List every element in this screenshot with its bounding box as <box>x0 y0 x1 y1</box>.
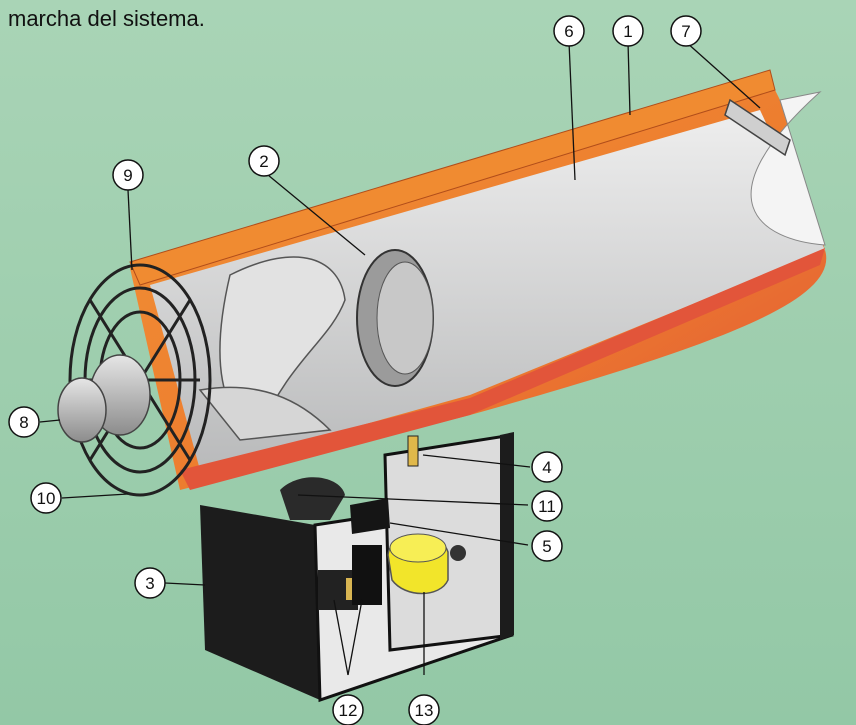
callout-circle <box>553 15 585 47</box>
bracket <box>724 98 791 157</box>
control-board <box>350 498 390 534</box>
motor <box>57 354 151 443</box>
fan-blades <box>198 256 346 441</box>
callout-number: 12 <box>339 701 358 720</box>
callout-circle <box>332 694 364 725</box>
callout-circle <box>248 145 280 177</box>
callout-circle <box>531 451 563 483</box>
callout-number: 4 <box>542 458 551 477</box>
callout-number: 9 <box>123 166 132 185</box>
fuel-valves <box>318 545 382 610</box>
callout-8: 8 <box>8 406 40 438</box>
callout-circle <box>112 159 144 191</box>
callout-5: 5 <box>531 530 563 562</box>
combustion-ring <box>356 249 434 387</box>
callout-circle <box>8 406 40 438</box>
leader-lines <box>39 41 761 676</box>
callout-circle <box>531 530 563 562</box>
callout-11: 11 <box>531 490 563 522</box>
callout-9: 9 <box>112 159 144 191</box>
callout-circle <box>531 490 563 522</box>
callout-circle <box>30 482 62 514</box>
callout-number: 6 <box>564 22 573 41</box>
callout-circle <box>134 567 166 599</box>
caption-text: marcha del sistema. <box>8 6 205 31</box>
callout-number: 8 <box>19 413 28 432</box>
callout-10: 10 <box>30 482 62 514</box>
callout-circle <box>408 694 440 725</box>
callout-number: 1 <box>623 22 632 41</box>
housing-shell <box>129 69 827 490</box>
callout-12: 12 <box>332 694 364 725</box>
callout-number: 3 <box>145 574 154 593</box>
pump <box>280 477 345 520</box>
callout-circle <box>612 15 644 47</box>
callout-number: 7 <box>681 22 690 41</box>
callout-2: 2 <box>248 145 280 177</box>
electrode <box>407 435 419 467</box>
callout-number: 2 <box>259 152 268 171</box>
valve-body <box>387 533 466 595</box>
callout-3: 3 <box>134 567 166 599</box>
callout-7: 7 <box>670 15 702 47</box>
callout-1: 1 <box>612 15 644 47</box>
callout-circle <box>670 15 702 47</box>
callout-number: 10 <box>37 489 56 508</box>
callout-number: 11 <box>538 497 556 516</box>
callout-4: 4 <box>531 451 563 483</box>
callout-number: 5 <box>542 537 551 556</box>
callout-13: 13 <box>408 694 440 725</box>
callout-number: 13 <box>415 701 434 720</box>
callout-6: 6 <box>553 15 585 47</box>
